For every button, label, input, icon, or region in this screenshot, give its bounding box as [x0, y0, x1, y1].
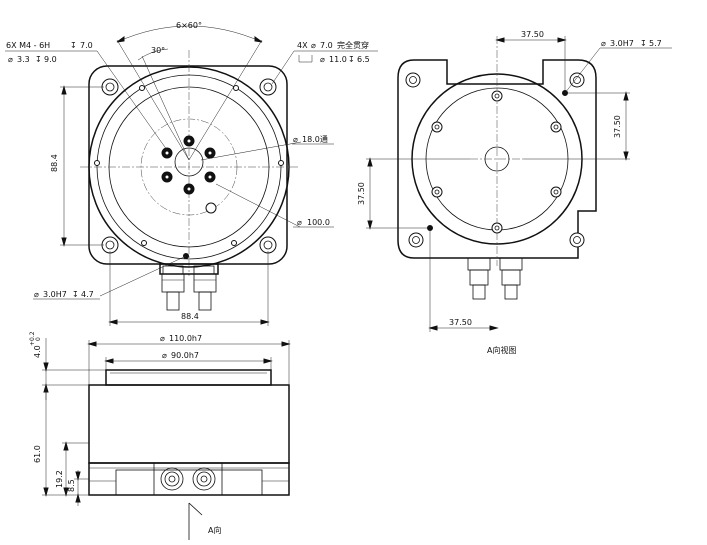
front-pin-hole-label: 3.0H7: [43, 290, 67, 299]
side-view-ports: [153, 462, 223, 496]
view-a-connectors: [467, 257, 523, 300]
total-height-label: 61.0: [33, 445, 42, 463]
outer-dia-label: 110.0h7: [169, 334, 202, 343]
counterbore-dia: 11.0: [329, 55, 347, 64]
svg-text:↧: ↧: [72, 290, 79, 299]
svg-text:⌀: ⌀: [320, 55, 325, 64]
svg-text:⌀: ⌀: [162, 351, 167, 360]
svg-text:↧: ↧: [640, 39, 647, 48]
view-a: ⌀ 3.0H7 ↧ 5.7 37.50 37.50 37.50 37.50 A向…: [357, 30, 672, 355]
offset-angle-arc: [137, 48, 169, 61]
side-view-top-step: [105, 369, 272, 386]
view-a-right-offset: 37.50: [613, 115, 622, 138]
svg-text:⌀: ⌀: [601, 39, 606, 48]
through-hole-callout: 4X ⌀ 7.0 完全贯穿 ⌀ 11.0 ↧ 6.5: [271, 40, 378, 85]
thread-callout-text: 6X M4 - 6H: [6, 41, 50, 50]
front-view-ring-holes: [94, 85, 284, 246]
counterbore-depth: 6.5: [357, 55, 370, 64]
view-a-pin-hole-label: 3.0H7: [610, 39, 634, 48]
height-dim-label: 88.4: [50, 154, 59, 172]
step-tol-upper: +0.2: [29, 331, 36, 346]
pilot-dia: 3.3: [17, 55, 30, 64]
bolt-pattern-label: 6×60°: [176, 21, 202, 30]
svg-text:⌀: ⌀: [297, 218, 302, 227]
view-a-arrow-label: A向: [208, 525, 221, 535]
view-a-caption: A向视图: [487, 345, 516, 355]
thread-callout-depth: 7.0: [80, 41, 93, 50]
front-view-connectors: [159, 263, 219, 311]
svg-text:⌀: ⌀: [160, 334, 165, 343]
svg-text:⌀: ⌀: [34, 290, 39, 299]
front-view-corner-holes: [101, 78, 277, 254]
bolt-pattern-arc: [116, 25, 263, 43]
view-a-body-outline: [397, 59, 597, 259]
front-view-tapped-holes: [161, 135, 216, 195]
center-hole-label: 18.0通: [302, 134, 328, 144]
view-a-corner-holes: [405, 72, 585, 248]
through-hole-note: 完全贯穿: [337, 40, 369, 50]
inner-dia-label: 90.0h7: [171, 351, 199, 360]
through-hole-count: 4X: [297, 41, 308, 50]
step-height-label: 4.0: [33, 345, 42, 358]
view-a-pin-hole-2: [427, 225, 433, 231]
through-hole-dia: 7.0: [320, 41, 333, 50]
port-height-label: 19.2: [55, 470, 64, 488]
port-offset-label: 8.5: [67, 479, 76, 492]
side-view: ⌀ 110.0h7 ⌀ 90.0h7 4.0 +0.2 0 61.0 19.2: [29, 331, 291, 540]
svg-text:↧: ↧: [35, 55, 42, 64]
svg-text:↧: ↧: [348, 55, 355, 64]
view-a-left-offset: 37.50: [357, 182, 366, 205]
svg-text:↧: ↧: [70, 41, 77, 50]
view-a-pin-depth: 5.7: [649, 39, 662, 48]
view-a-top-offset: 37.50: [521, 30, 544, 39]
offset-angle-label: 30°: [151, 46, 165, 55]
thread-callout: 6X M4 - 6H ↧ 7.0 ⌀ 3.3 ↧ 9.0: [5, 41, 168, 151]
view-a-mount-holes: [431, 90, 562, 234]
svg-text:⌀: ⌀: [311, 41, 316, 50]
width-dim-label: 88.4: [181, 312, 199, 321]
svg-text:⌀: ⌀: [293, 135, 298, 144]
view-a-bottom-offset: 37.50: [449, 318, 472, 327]
side-view-body: [88, 384, 290, 464]
front-pin-depth: 4.7: [81, 290, 94, 299]
front-view-aux-hole: [205, 202, 217, 214]
pilot-depth: 9.0: [44, 55, 57, 64]
pcd-label: 100.0: [307, 218, 330, 227]
step-tol-lower: 0: [35, 337, 42, 341]
svg-text:⌀: ⌀: [8, 55, 13, 64]
front-view: 6×60° 30° 6X M4 - 6H ↧ 7.0 ⌀ 3.3 ↧ 9.0 4…: [5, 21, 378, 326]
